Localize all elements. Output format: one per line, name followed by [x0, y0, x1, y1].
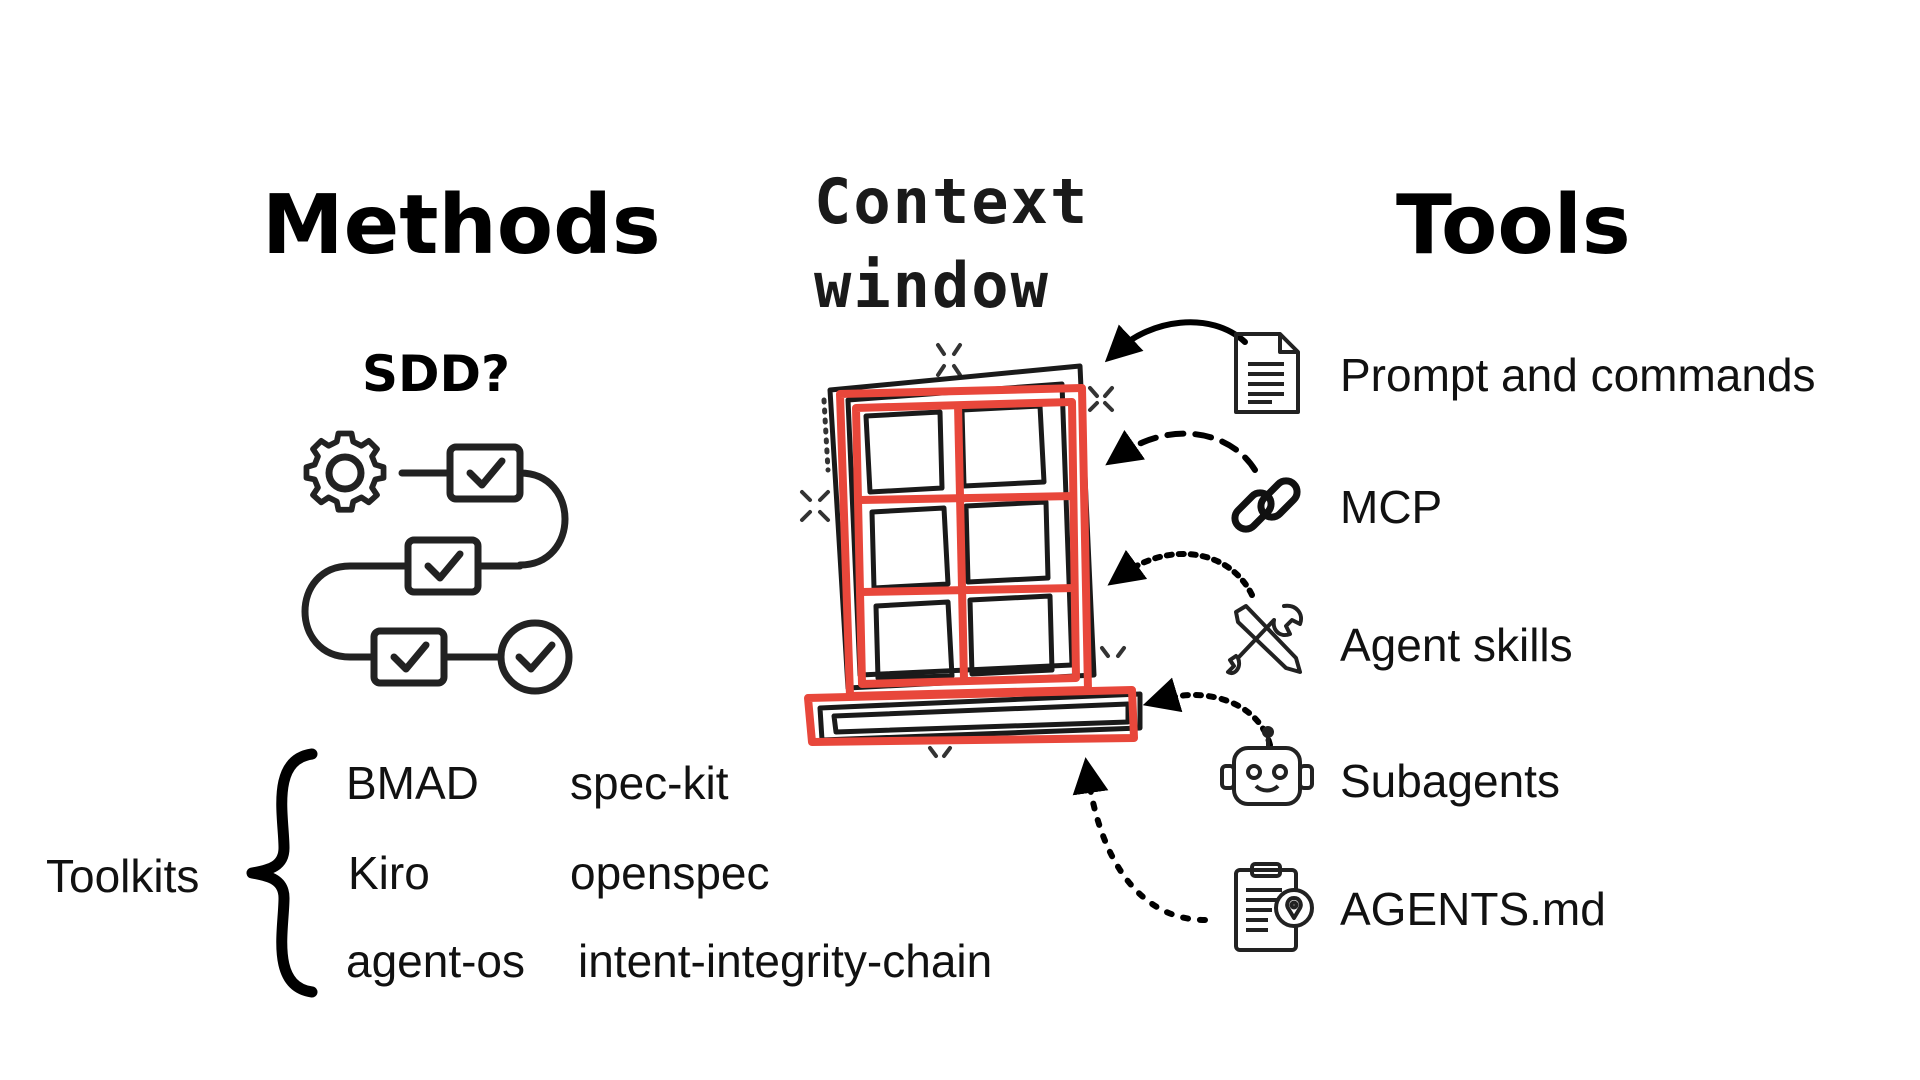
sdd-label: SDD? [362, 345, 511, 403]
curly-brace [246, 748, 318, 998]
context-window-title-line2: window [814, 249, 1050, 322]
arrow-agents-md [1072, 757, 1208, 923]
methods-heading: Methods [262, 178, 661, 273]
arrow-skills [1107, 549, 1255, 598]
link-icon [1231, 477, 1301, 533]
toolkit-agent-os: agent-os [346, 935, 526, 987]
tool-label-prompt: Prompt and commands [1340, 349, 1816, 401]
window-icon [800, 343, 1143, 758]
document-icon [1234, 332, 1300, 414]
toolkits-label: Toolkits [46, 850, 200, 902]
toolkit-bmad: BMAD [346, 757, 479, 809]
toolkit-intent-integrity-chain: intent-integrity-chain [578, 935, 993, 987]
tools-icon [1226, 603, 1303, 675]
arrow-prompt [1104, 319, 1248, 363]
arrow-mcp [1105, 429, 1258, 473]
context-window-title-line1: Context [814, 165, 1090, 238]
clipboard-icon [1234, 862, 1314, 952]
tool-label-agent-skills: Agent skills [1340, 619, 1573, 671]
toolkit-spec-kit: spec-kit [570, 757, 729, 809]
tools-heading: Tools [1396, 178, 1631, 273]
tool-label-mcp: MCP [1340, 481, 1443, 533]
toolkit-kiro: Kiro [348, 847, 430, 899]
robot-icon [1220, 726, 1314, 806]
workflow-icon [301, 430, 573, 695]
tool-label-agents-md: AGENTS.md [1340, 883, 1606, 935]
toolkit-openspec: openspec [570, 847, 770, 899]
tool-label-subagents: Subagents [1340, 755, 1560, 807]
